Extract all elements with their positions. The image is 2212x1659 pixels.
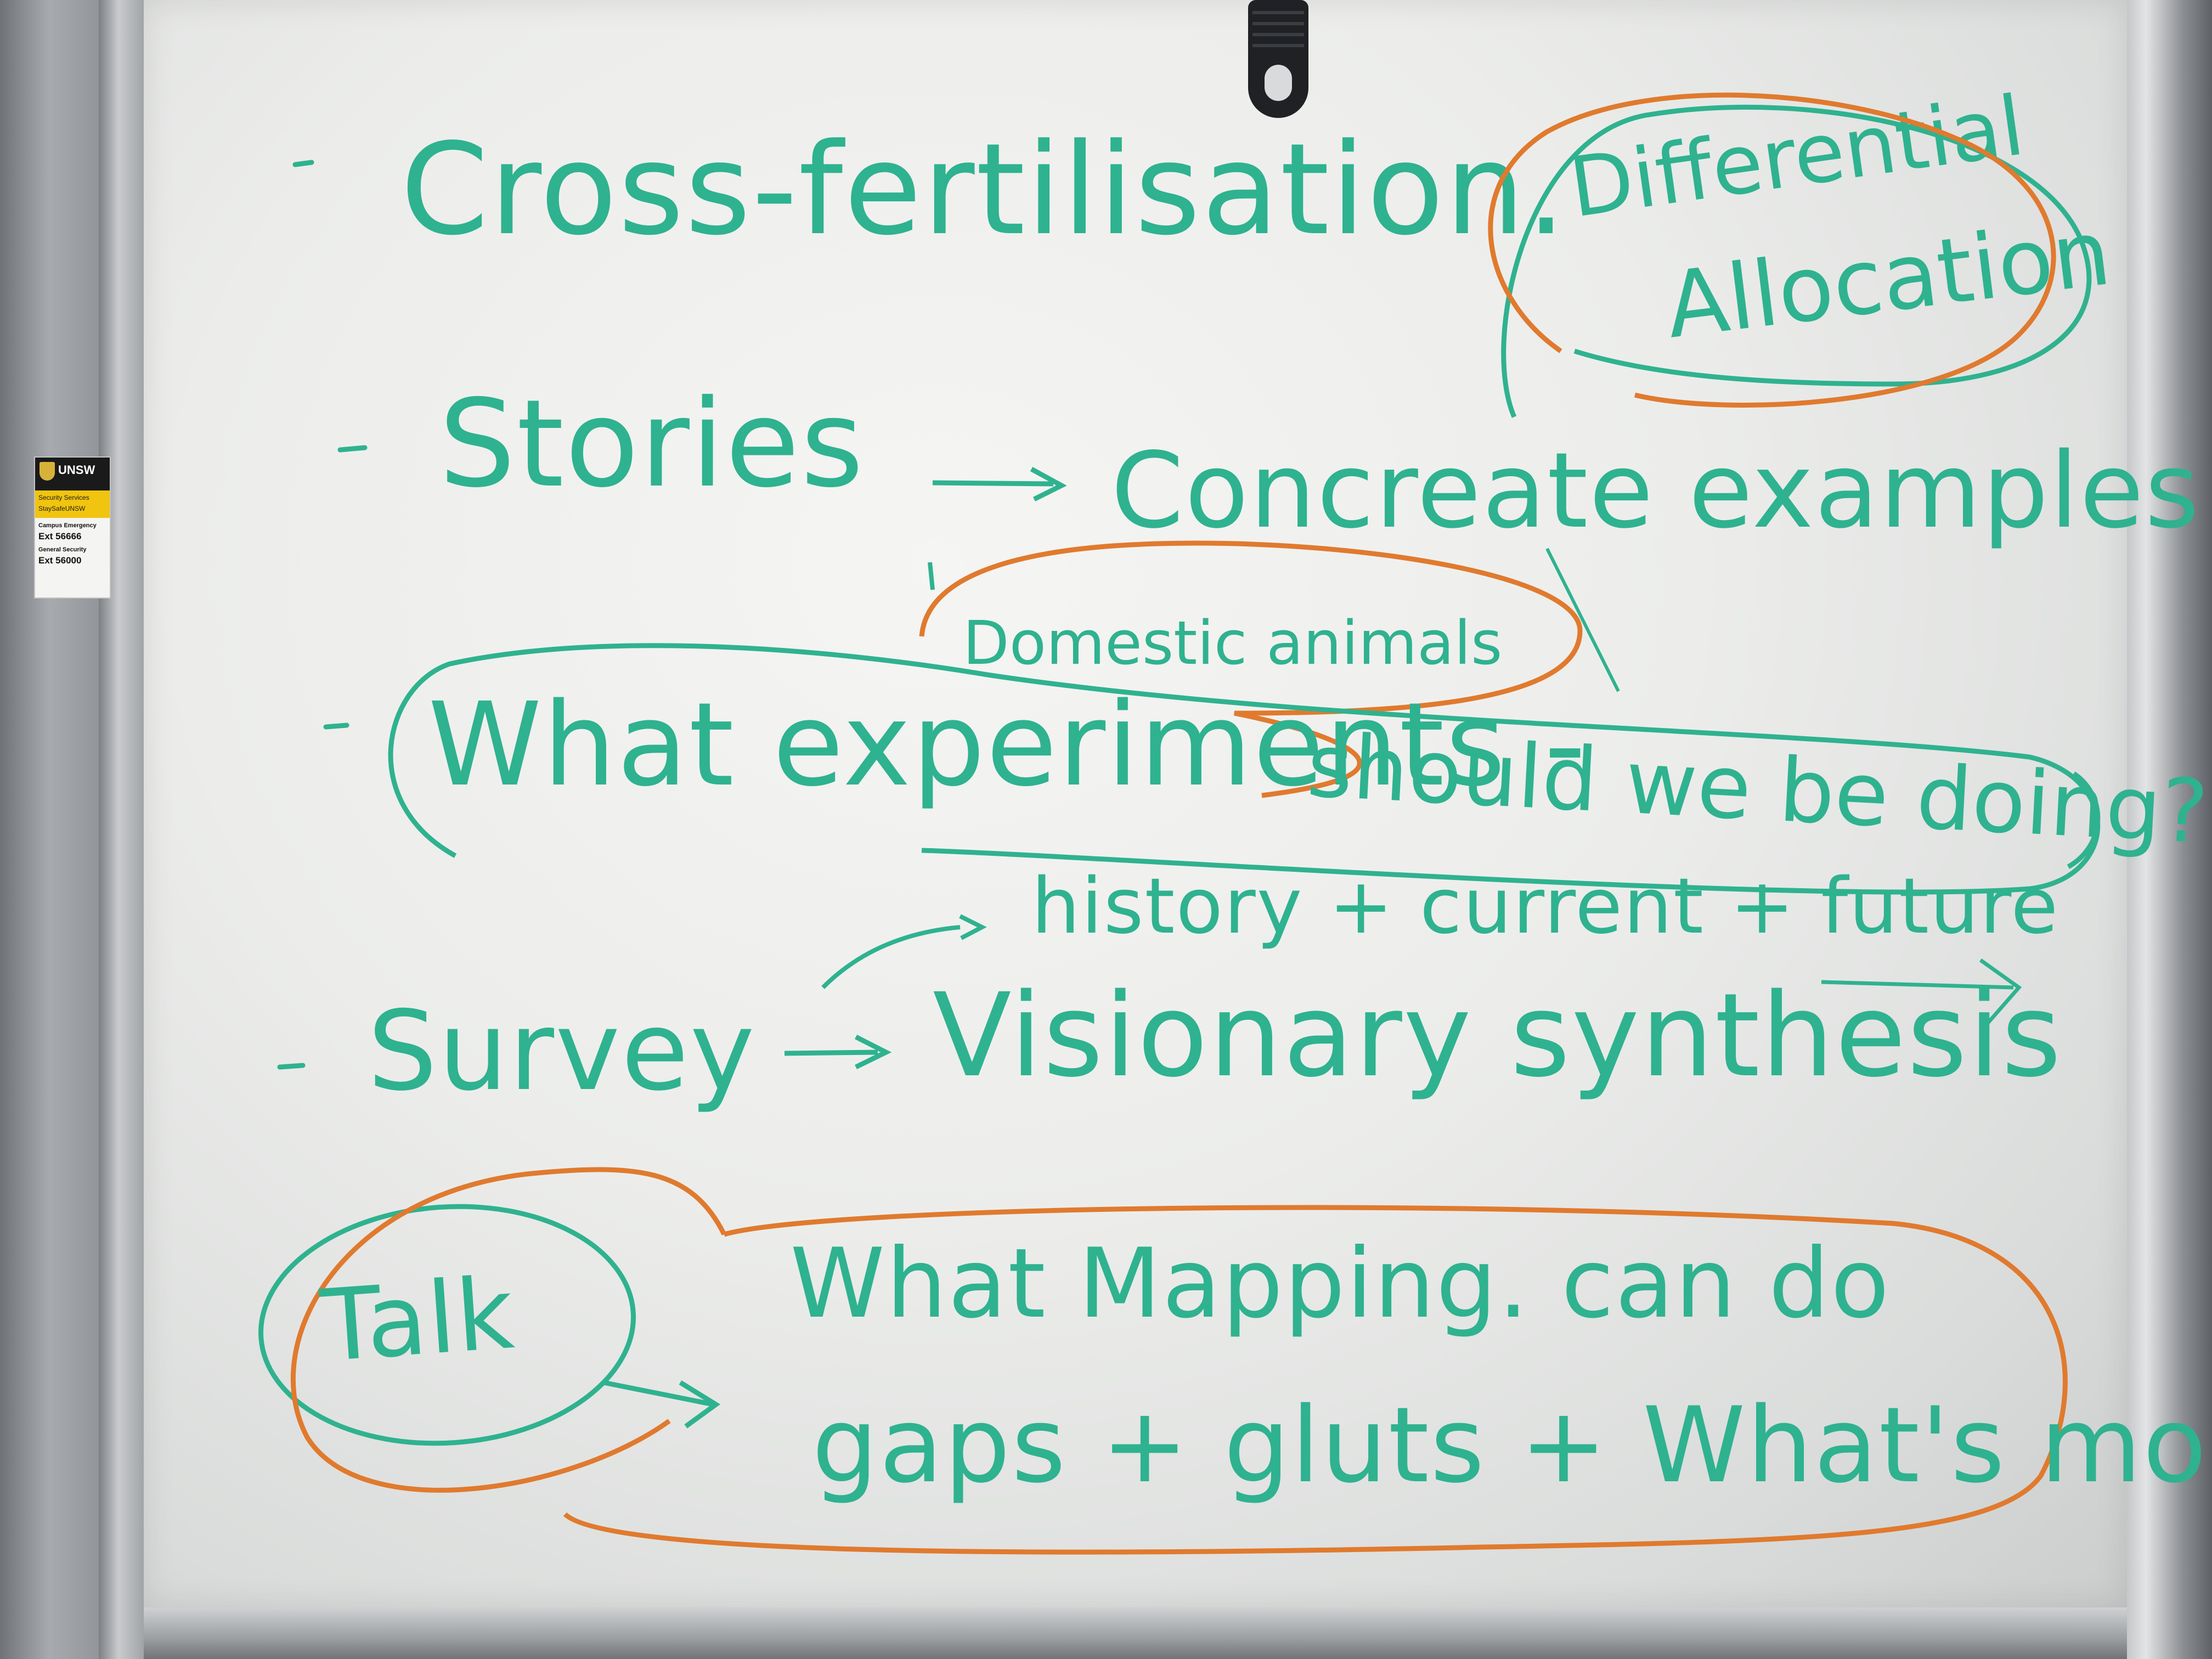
orange-circle-top [1488, 92, 2056, 408]
clip-ridge [1252, 44, 1304, 47]
arrow-future-icon [1821, 958, 2022, 1033]
whiteboard-surface [144, 0, 2127, 1607]
green-circle-experiments [388, 643, 2101, 895]
clip-hole [1265, 65, 1292, 101]
general-security-ext: Ext 56000 [38, 555, 82, 566]
item1-text: Cross-fertilisation. [400, 117, 1567, 263]
clip-ridge [1252, 22, 1304, 25]
talk-text: Talk [317, 1256, 518, 1384]
sticker-line-1: Security Services [38, 494, 89, 501]
unsw-security-sticker: UNSW Security Services StaySafeUNSW Camp… [34, 456, 111, 599]
sticker-line-2: StaySafeUNSW [38, 505, 86, 512]
sticker-header: UNSW [35, 458, 110, 490]
bullet-dashes [277, 160, 368, 1070]
item2-text: Stories [439, 374, 865, 514]
campus-emergency-ext: Ext 56666 [38, 531, 82, 541]
orange-circle-domestic [919, 540, 1583, 798]
bottom-line2-text: gaps + gluts + What's more? [812, 1385, 2212, 1506]
binder-clip-icon [1248, 0, 1308, 118]
bullet-dash-1 [292, 160, 314, 167]
arrow-talk-icon [603, 1380, 721, 1429]
whiteboard-frame-right [2118, 0, 2212, 1659]
item2-sub-text: Domestic animals [963, 608, 1502, 678]
whiteboard-frame-left [99, 0, 148, 1659]
bullet-dash-2 [337, 445, 368, 453]
general-security-label: General Security [38, 546, 87, 553]
clip-ridge [1252, 33, 1304, 36]
orange-circle-talk [290, 1167, 727, 1493]
bullet-dash-4 [277, 1063, 306, 1070]
item4-result-text: Visionary synthesis [933, 968, 2062, 1103]
item3-part1-text: What experiments - [428, 678, 1587, 812]
arrow-history-icon [821, 914, 987, 989]
green-circle-talk [258, 1204, 636, 1446]
green-stroke [1545, 548, 1620, 692]
green-bracket-right [2067, 771, 2101, 869]
item3-sub-text: history + current + future [1031, 862, 2059, 951]
connector-line [928, 562, 935, 590]
item4-text: Survey [368, 988, 756, 1115]
clip-ridge [1252, 11, 1304, 14]
sticker-brand: UNSW [58, 463, 95, 477]
arrow-survey-icon [784, 1034, 892, 1070]
campus-emergency-label: Campus Emergency [38, 522, 97, 529]
bottom-line1-text: What Mapping. can do [790, 1228, 1891, 1340]
arrow-stories-icon [932, 467, 1067, 502]
bullet-dash-3 [323, 723, 349, 730]
item2-result-text: Concreate examples [1111, 430, 2200, 551]
unsw-crest-icon [40, 462, 55, 481]
orange-circle-bottom [563, 1205, 2068, 1555]
sticker-band: Security Services StaySafeUNSW [35, 490, 110, 518]
whiteboard-marker-tray [144, 1607, 2127, 1659]
green-circle-top [1501, 104, 2092, 418]
